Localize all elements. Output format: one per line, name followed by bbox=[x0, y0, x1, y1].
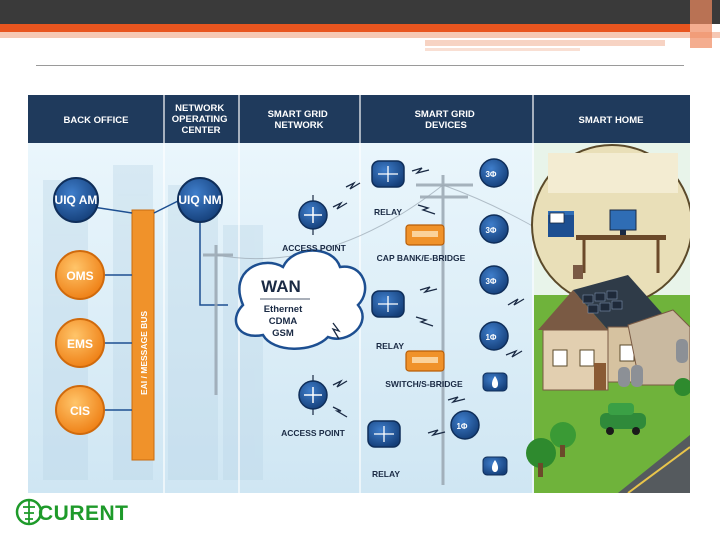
relay-3 bbox=[367, 420, 401, 448]
header-band bbox=[28, 95, 690, 143]
access-point-2 bbox=[298, 375, 328, 415]
relay-3-label: RELAY bbox=[372, 469, 400, 479]
gas-meter-1 bbox=[482, 372, 508, 392]
cis-node: CIS bbox=[55, 385, 105, 435]
uiq-nm-node: UIQ NM bbox=[177, 177, 223, 223]
top-title-bar bbox=[0, 0, 720, 24]
header-network-operating-center: NETWORK OPERATING CENTER bbox=[172, 103, 230, 136]
orange-accent-stripe bbox=[0, 24, 690, 32]
water-meter-1 bbox=[482, 456, 508, 476]
title-divider bbox=[36, 65, 684, 66]
relay-2-label: RELAY bbox=[376, 341, 404, 351]
svg-text:EMS: EMS bbox=[67, 337, 93, 351]
wan-line-ethernet: Ethernet bbox=[264, 304, 303, 315]
uiq-am-node: UIQ AM bbox=[53, 177, 99, 223]
decor-stripe-b bbox=[425, 48, 580, 51]
svg-text:CIS: CIS bbox=[70, 404, 90, 418]
road-line bbox=[627, 446, 690, 493]
header-smart-grid-network: SMART GRID NETWORK bbox=[268, 109, 331, 131]
meter-4: 1Φ bbox=[479, 321, 509, 351]
svg-text:UIQ AM: UIQ AM bbox=[55, 193, 98, 207]
wan-cloud: WAN Ethernet CDMA GSM bbox=[234, 249, 367, 350]
road bbox=[618, 435, 690, 493]
relay-1-label: RELAY bbox=[374, 207, 402, 217]
meter-3: 3Φ bbox=[479, 265, 509, 295]
decor-stripe-a bbox=[425, 40, 665, 46]
decor-corner-stripe bbox=[690, 0, 712, 48]
header-smart-grid-devices: SMART GRID DEVICES bbox=[415, 109, 478, 131]
cap-bank-label: CAP BANK/E-BRIDGE bbox=[377, 253, 466, 263]
wan-line-cdma: CDMA bbox=[269, 316, 298, 327]
svg-text:1Φ: 1Φ bbox=[485, 333, 496, 342]
light-accent-stripe bbox=[0, 32, 720, 38]
meter-1: 3Φ bbox=[479, 158, 509, 188]
access-point-2-label: ACCESS POINT bbox=[281, 428, 346, 438]
access-point-1 bbox=[298, 195, 328, 235]
svg-text:3Φ: 3Φ bbox=[485, 170, 496, 179]
switch-box bbox=[405, 350, 445, 372]
wireless-signals bbox=[331, 167, 525, 437]
curent-logo bbox=[15, 498, 43, 526]
header-back-office: BACK OFFICE bbox=[64, 115, 129, 126]
wan-title: WAN bbox=[261, 277, 301, 296]
logo-text: CURENT bbox=[38, 502, 129, 525]
meter-2: 3Φ bbox=[479, 214, 509, 244]
smart-grid-diagram: BACK OFFICE NETWORK OPERATING CENTER SMA… bbox=[28, 95, 690, 493]
relay-1 bbox=[371, 160, 405, 188]
message-bus-label: EAI / MESSAGE BUS bbox=[139, 311, 149, 395]
tanks bbox=[618, 339, 688, 387]
meter-5: 1Φ bbox=[450, 410, 480, 440]
svg-text:3Φ: 3Φ bbox=[485, 226, 496, 235]
access-point-1-label: ACCESS POINT bbox=[282, 243, 347, 253]
car bbox=[600, 403, 646, 435]
cap-bank-box bbox=[405, 224, 445, 246]
trees bbox=[526, 378, 690, 477]
ems-node: EMS bbox=[55, 318, 105, 368]
switch-label: SWITCH/S-BRIDGE bbox=[385, 379, 463, 389]
svg-text:OMS: OMS bbox=[66, 269, 93, 283]
svg-text:1Φ: 1Φ bbox=[456, 422, 467, 431]
wan-line-gsm: GSM bbox=[272, 328, 294, 339]
header-smart-home: SMART HOME bbox=[579, 115, 644, 126]
relay-2 bbox=[371, 290, 405, 318]
oms-node: OMS bbox=[55, 250, 105, 300]
svg-text:UIQ NM: UIQ NM bbox=[178, 193, 221, 207]
message-bus bbox=[131, 209, 155, 461]
svg-text:3Φ: 3Φ bbox=[485, 277, 496, 286]
